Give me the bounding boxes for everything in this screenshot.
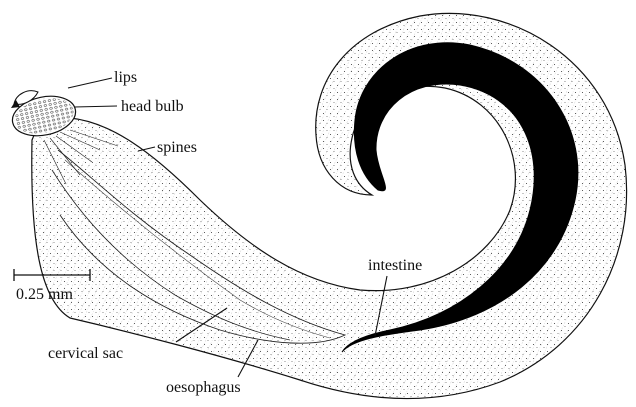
scale-bar-label: 0.25 mm: [16, 286, 73, 303]
label-cervical-sac: cervical sac: [48, 345, 123, 362]
lips-leader: [68, 78, 112, 88]
label-intestine: intestine: [368, 257, 422, 274]
head-bulb-leader: [74, 106, 117, 107]
label-oesophagus: oesophagus: [166, 379, 241, 396]
label-lips: lips: [114, 69, 137, 86]
label-head-bulb: head bulb: [121, 98, 184, 115]
label-spines: spines: [157, 139, 197, 156]
